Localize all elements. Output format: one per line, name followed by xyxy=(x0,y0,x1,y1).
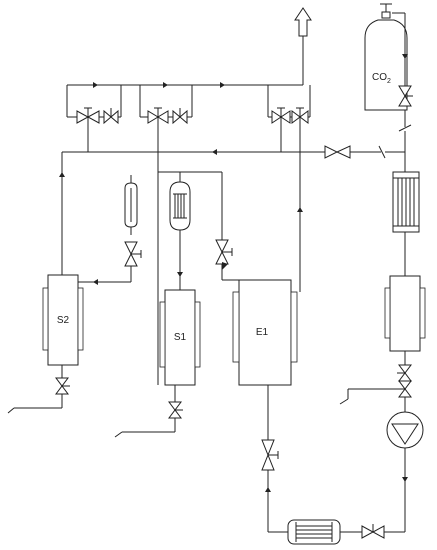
flow-arrow xyxy=(222,262,228,270)
filter-vessel xyxy=(169,181,191,231)
s2-label: S2 xyxy=(57,315,70,326)
valve-icon xyxy=(168,401,183,419)
valve-group-right xyxy=(267,85,311,290)
valve-icon xyxy=(398,85,413,107)
s2-vessel xyxy=(42,274,84,366)
control-valve-icon xyxy=(147,107,169,124)
heat-exchanger-icon xyxy=(287,519,341,545)
filter-connections xyxy=(157,152,222,385)
valve-icon xyxy=(361,524,385,539)
control-valve-icon xyxy=(76,107,100,124)
control-valve-icon xyxy=(291,107,309,124)
pump-discharge-line xyxy=(402,448,408,532)
drain-line-right xyxy=(339,388,405,405)
valve-icon xyxy=(103,108,119,125)
check-valve-icon xyxy=(398,120,412,140)
valve-icon xyxy=(324,145,351,159)
s2-drain xyxy=(7,365,63,414)
control-valve-icon xyxy=(215,239,233,265)
s1-label: S1 xyxy=(174,332,187,343)
control-valve-icon xyxy=(261,439,279,471)
valve-icon xyxy=(172,108,188,125)
bottom-line xyxy=(265,470,405,533)
flow-arrow xyxy=(297,207,303,212)
flow-arrow xyxy=(177,272,183,277)
s2-feed-line xyxy=(77,266,132,285)
vent-header-lines xyxy=(67,36,304,88)
pump-icon xyxy=(386,411,424,449)
column-vessel xyxy=(124,175,138,235)
e1-label: E1 xyxy=(256,327,269,338)
control-valve-icon xyxy=(271,107,291,124)
check-valve-icon xyxy=(372,145,392,159)
control-valve-icon xyxy=(124,241,142,267)
valve-icon xyxy=(397,364,412,382)
co2-label: CO2 xyxy=(372,72,391,85)
e1-vessel xyxy=(232,279,298,386)
valve-icon xyxy=(55,377,70,395)
co2-supply-line xyxy=(392,12,408,172)
s1-drain xyxy=(114,385,176,438)
vent-arrow-icon xyxy=(294,7,312,37)
right-vessel xyxy=(384,275,426,352)
s1-vessel xyxy=(159,289,201,386)
gas-cylinder-icon xyxy=(364,3,408,111)
distribution-line xyxy=(59,149,405,275)
heat-exchanger-icon xyxy=(392,171,420,233)
